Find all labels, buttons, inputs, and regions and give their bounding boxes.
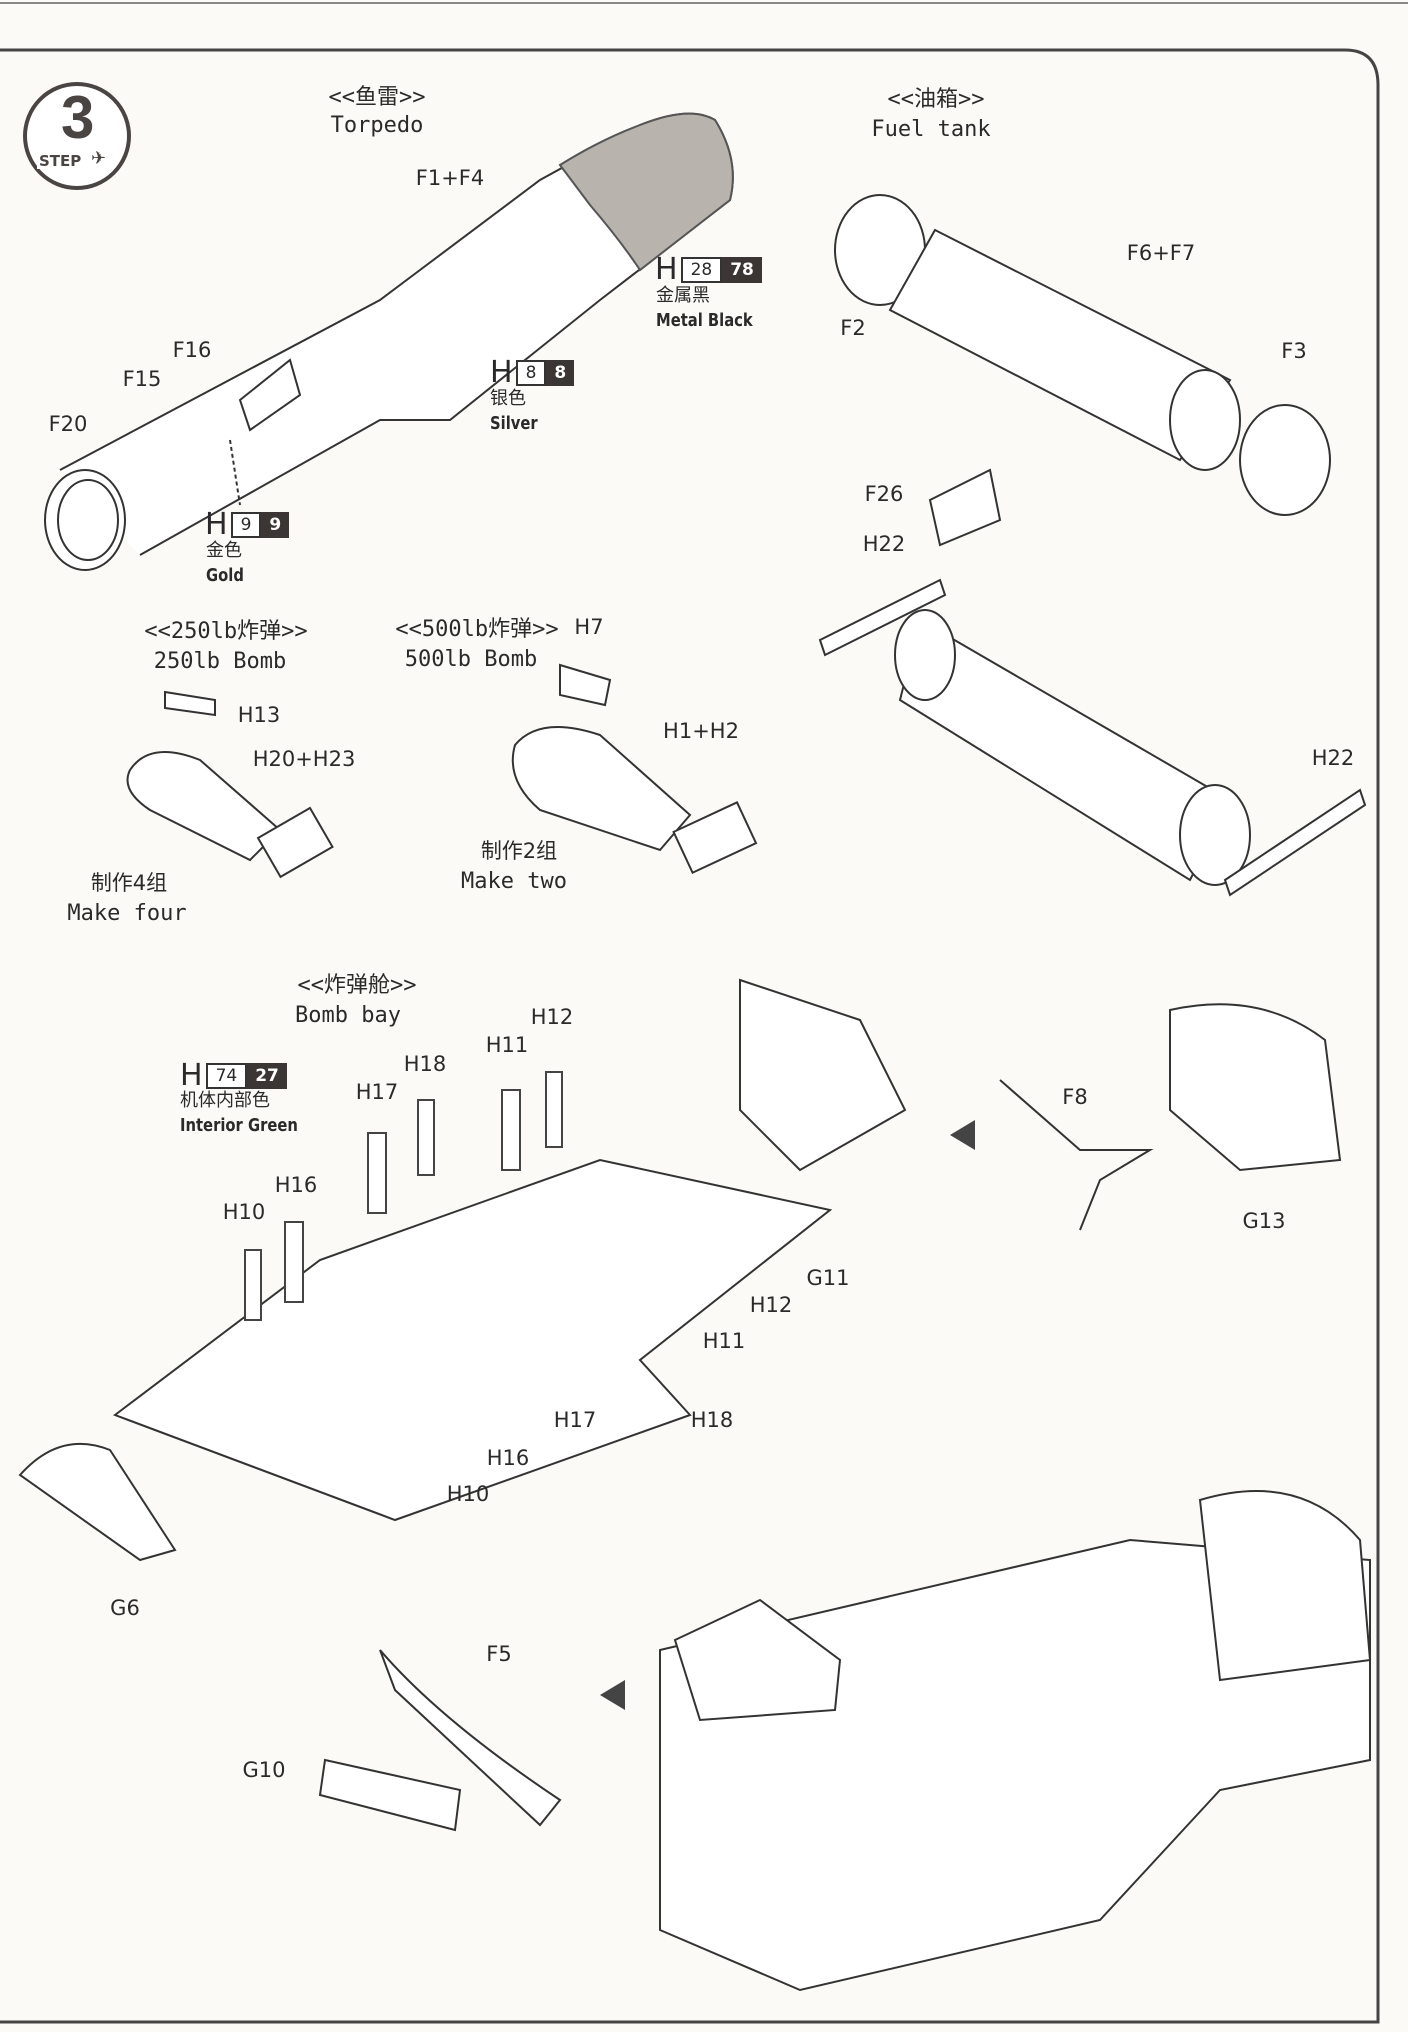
part-label: H22	[1311, 746, 1355, 770]
part-label: H16	[274, 1173, 318, 1197]
bomb-bay-title-en: Bomb bay	[295, 1003, 401, 1028]
torpedo-title-zh: <<鱼雷>>	[328, 85, 426, 110]
paint-code-silver: H 8 8	[490, 355, 575, 390]
bomb-bay-drawing	[18, 978, 1372, 1992]
step-badge: 3 STEP ✈	[23, 82, 131, 190]
part-label: G10	[242, 1758, 286, 1782]
page-border	[0, 48, 1380, 2024]
bomb250-note-zh: 制作4组	[90, 871, 168, 895]
part-label: G13	[1242, 1209, 1286, 1233]
paint-name-en: Interior Green	[180, 1115, 298, 1136]
step-label: STEP	[37, 152, 84, 170]
part-label: F5	[486, 1642, 512, 1666]
airplane-icon: ✈	[91, 148, 107, 169]
paint-code: 28	[680, 257, 723, 283]
torpedo-drawing	[44, 112, 734, 571]
part-label: H11	[485, 1033, 529, 1057]
part-label: F16	[172, 338, 212, 362]
bomb-bay-title-zh: <<炸弹舱>>	[297, 973, 417, 998]
paint-name-zh: 银色	[490, 388, 526, 409]
paint-code: 8	[515, 360, 547, 386]
step-number: 3	[61, 84, 95, 151]
paint-prefix: H	[490, 355, 513, 390]
paint-name-zh: 金属黑	[656, 285, 710, 306]
part-label: H17	[355, 1080, 399, 1104]
paint-code: 9	[230, 512, 262, 538]
paint-name-en: Metal Black	[656, 310, 753, 331]
part-label: F26	[864, 482, 904, 506]
paint-name-en: Gold	[206, 565, 244, 586]
paint-alt-code: 78	[722, 257, 762, 283]
paint-name-zh: 金色	[206, 540, 242, 561]
part-label: G11	[806, 1266, 850, 1290]
bomb-500-drawing	[511, 663, 758, 875]
bomb250-title-en: 250lb Bomb	[153, 649, 287, 674]
bomb250-title-zh: <<250lb炸弹>>	[144, 619, 308, 644]
torpedo-title-en: Torpedo	[330, 113, 424, 138]
part-label: H13	[237, 703, 281, 727]
paint-name-en: Silver	[490, 413, 538, 434]
part-label: H10	[446, 1482, 490, 1506]
part-label: F2	[840, 316, 866, 340]
bomb-250-drawing	[126, 690, 334, 879]
part-label: H18	[690, 1408, 734, 1432]
paint-prefix: H	[655, 252, 678, 287]
direction-arrows	[600, 1120, 975, 1710]
bomb250-note-en: Make four	[67, 901, 187, 926]
bomb500-title-zh: <<500lb炸弹>>	[395, 617, 559, 642]
part-label: F20	[48, 412, 88, 436]
part-label: F6+F7	[1126, 241, 1196, 265]
part-label: G6	[110, 1596, 140, 1620]
part-label: F1+F4	[415, 166, 485, 190]
part-label: F15	[122, 367, 162, 391]
paint-code-metal-black: H 28 78	[655, 255, 762, 285]
part-label: F3	[1281, 339, 1307, 363]
part-label: F8	[1062, 1085, 1088, 1109]
paint-name-zh: 机体内部色	[180, 1090, 270, 1111]
paint-alt-code: 27	[247, 1063, 287, 1089]
part-label: H10	[222, 1200, 266, 1224]
paint-code-interior-green: H 74 27	[180, 1061, 287, 1091]
part-label: H20+H23	[252, 747, 356, 771]
part-label: H17	[553, 1408, 597, 1432]
paint-code: 74	[205, 1063, 248, 1089]
bomb500-note-en: Make two	[461, 869, 567, 894]
bomb500-note-zh: 制作2组	[480, 839, 558, 863]
paint-prefix: H	[180, 1058, 203, 1093]
bomb500-title-en: 500lb Bomb	[404, 647, 538, 672]
part-label: H11	[702, 1329, 746, 1353]
fuel-tank-drawing	[818, 194, 1367, 897]
part-label: H12	[530, 1005, 574, 1029]
paint-alt-code: 8	[546, 360, 575, 386]
fuel-tank-title-en: Fuel tank	[871, 117, 991, 142]
part-label: H22	[862, 532, 906, 556]
part-label: H12	[749, 1293, 793, 1317]
fuel-tank-title-zh: <<油箱>>	[887, 87, 985, 112]
part-label: H1+H2	[663, 719, 739, 743]
part-label: H7	[574, 615, 604, 639]
paint-prefix: H	[205, 507, 228, 542]
part-label: H16	[486, 1446, 530, 1470]
paint-alt-code: 9	[261, 512, 290, 538]
paint-code-gold: H 9 9	[205, 507, 290, 542]
part-label: H18	[403, 1052, 447, 1076]
